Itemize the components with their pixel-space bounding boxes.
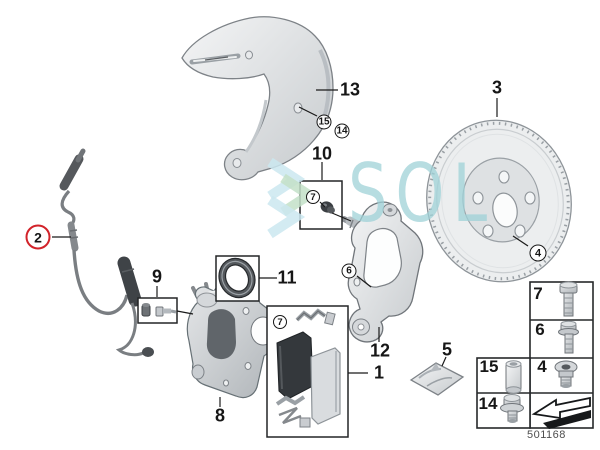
sleeve-icon: [505, 360, 522, 394]
callout-3-brake-disc: 3: [491, 77, 503, 98]
callout-12-carrier: 12: [369, 340, 391, 361]
doc-number: 501168: [527, 429, 566, 441]
callout-5-grease: 5: [441, 339, 453, 360]
callout-7-bushing: 7: [306, 190, 320, 204]
callout-8-caliper: 8: [214, 405, 226, 426]
grease-sachet-drawing: [409, 362, 465, 396]
direction-arrow-icon: [531, 396, 591, 429]
seal-ring-drawing: [218, 257, 256, 299]
callout-7-pads: 7: [273, 315, 287, 329]
callout-6-carrier-bolt: 6: [341, 263, 357, 279]
table-label-6: 6: [535, 320, 545, 339]
table-label-15: 15: [479, 357, 499, 376]
dust-shield-drawing: [181, 16, 334, 181]
table-label-7: 7: [533, 284, 543, 303]
leader-lines: [52, 89, 529, 407]
callout-4-wheel-bolt: 4: [529, 244, 547, 262]
callout-10-bushing-kit: 10: [311, 143, 333, 164]
callout-1-pad-set: 1: [373, 362, 385, 383]
callout-14-screw: 14: [334, 123, 350, 139]
fastener-table: [476, 281, 594, 429]
flange-bolt-icon: [558, 320, 579, 354]
hex-bolt-icon: [559, 281, 578, 317]
brake-pad-set-drawing: [275, 308, 341, 428]
brake-caliper-drawing: [186, 282, 276, 399]
table-label-14: 14: [478, 394, 498, 413]
wear-sensor-drawing: [59, 148, 154, 357]
callout-11-seal-ring: 11: [277, 267, 297, 288]
flange-screw-icon: [500, 394, 524, 423]
table-label-4: 4: [537, 357, 547, 376]
callout-15-sleeve: 15: [316, 114, 332, 130]
caliper-carrier-drawing: [341, 201, 424, 343]
socket-plug-icon: [554, 360, 578, 388]
callout-2-sensor: 2: [25, 224, 51, 250]
bleeder-screw-kit-drawing: [141, 303, 177, 317]
callout-13-dust-shield: 13: [339, 79, 361, 100]
callout-9-bleeder-kit: 9: [151, 266, 163, 287]
brake-disc-drawing: [426, 119, 572, 283]
